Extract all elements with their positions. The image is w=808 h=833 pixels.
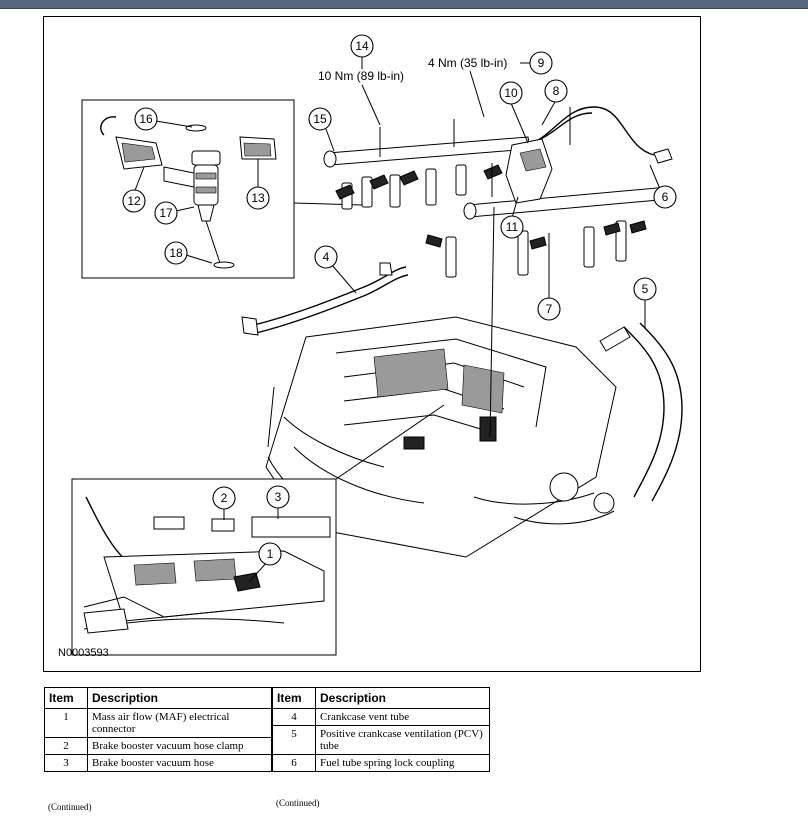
callout-7: 7	[537, 233, 561, 321]
callout-11-label: 11	[506, 220, 519, 234]
callout-5: 5	[633, 277, 657, 329]
callout-5-label: 5	[642, 282, 649, 296]
callout-16-label: 16	[139, 112, 153, 126]
callout-17: 17	[154, 201, 195, 225]
callout-10-label: 10	[504, 86, 518, 100]
legend-header-description: Description	[87, 687, 272, 709]
callout-8-label: 8	[553, 84, 560, 98]
continued-note-left: (Continued)	[48, 802, 92, 812]
table-row: 5 Positive crankcase ventilation (PCV) t…	[272, 725, 490, 755]
legend-header-item: Item	[272, 687, 316, 709]
callout-10: 10	[499, 81, 529, 144]
legend-table-right: Item Description 4 Crankcase vent tube 5…	[272, 687, 490, 772]
window-title-bar	[0, 0, 808, 9]
callout-12: 12	[122, 166, 146, 213]
fuel-injector-body	[191, 150, 221, 166]
callout-18-label: 18	[169, 246, 183, 260]
table-row: 2 Brake booster vacuum hose clamp	[44, 737, 272, 755]
callout-15-label: 15	[313, 112, 327, 126]
legend-header-item: Item	[44, 687, 88, 709]
callout-14-label: 14	[355, 39, 369, 53]
callout-12-label: 12	[127, 194, 141, 208]
crankcase-vent-tube	[253, 266, 407, 326]
legend-item-number: 3	[44, 754, 88, 772]
figure-id: N0003593	[58, 647, 109, 659]
legend-item-number: 5	[272, 725, 316, 755]
callout-3: 3	[266, 485, 290, 519]
callout-6-label: 6	[662, 190, 669, 204]
table-row: 6 Fuel tube spring lock coupling	[272, 754, 490, 772]
callout-13: 13	[246, 159, 270, 210]
legend-item-number: 2	[44, 737, 88, 755]
callout-4: 4	[314, 245, 357, 294]
callout-13-label: 13	[251, 191, 265, 205]
legend-item-description: Fuel tube spring lock coupling	[315, 754, 490, 772]
callout-8: 8	[541, 79, 568, 126]
callout-11: 11	[500, 196, 524, 239]
table-row: 3 Brake booster vacuum hose	[44, 754, 272, 772]
callout-15: 15	[308, 107, 335, 152]
legend-item-description: Mass air flow (MAF) electrical connector	[87, 708, 272, 738]
legend-item-description: Brake booster vacuum hose	[87, 754, 272, 772]
callout-18: 18	[164, 241, 213, 265]
brake-booster-vacuum-hose	[251, 516, 331, 538]
o-ring-upper	[185, 124, 207, 132]
legend-item-number: 6	[272, 754, 316, 772]
diagram-drawing: 1 2 3 4 5 6 7 8 9 10 11 12 13 14 15 16 1…	[71, 34, 683, 656]
engine-body	[265, 316, 617, 558]
torque-spec-9: 4 Nm (35 lb-in)	[428, 56, 507, 70]
callout-2: 2	[212, 486, 236, 520]
fuel-rail-lower	[467, 186, 671, 218]
callout-4-label: 4	[323, 250, 330, 264]
legend-table-left: Item Description 1 Mass air flow (MAF) e…	[44, 687, 272, 772]
table-row: 1 Mass air flow (MAF) electrical connect…	[44, 708, 272, 738]
legend-item-description: Brake booster vacuum hose clamp	[87, 737, 272, 755]
legend-item-description: Crankcase vent tube	[315, 708, 490, 726]
callout-16: 16	[134, 107, 193, 131]
o-ring-lower	[213, 261, 235, 269]
callout-17-label: 17	[159, 206, 173, 220]
callout-9-label: 9	[538, 56, 545, 70]
callout-14: 14	[350, 34, 374, 69]
legend-header-description: Description	[315, 687, 490, 709]
rail-injectors	[335, 164, 647, 278]
callout-1-label: 1	[267, 547, 274, 561]
legend-item-description: Positive crankcase ventilation (PCV) tub…	[315, 725, 490, 755]
continued-note-right: (Continued)	[276, 798, 320, 808]
legend-item-number: 4	[272, 708, 316, 726]
callout-3-label: 3	[275, 490, 282, 504]
brake-booster-vacuum-hose-clamp	[211, 518, 235, 532]
callout-1: 1	[249, 542, 282, 582]
pcv-tube	[623, 326, 665, 498]
callout-6: 6	[649, 164, 677, 209]
table-row: 4 Crankcase vent tube	[272, 708, 490, 726]
engine-diagram: 1 2 3 4 5 6 7 8 9 10 11 12 13 14 15 16 1…	[43, 16, 701, 672]
fuel-pressure-sensor	[505, 138, 553, 204]
callout-7-label: 7	[546, 302, 553, 316]
fuel-rail-upper	[327, 136, 531, 166]
callout-9: 9	[520, 51, 553, 75]
torque-spec-14: 10 Nm (89 lb-in)	[318, 69, 404, 83]
callout-2-label: 2	[221, 491, 228, 505]
legend-item-number: 1	[44, 708, 88, 738]
